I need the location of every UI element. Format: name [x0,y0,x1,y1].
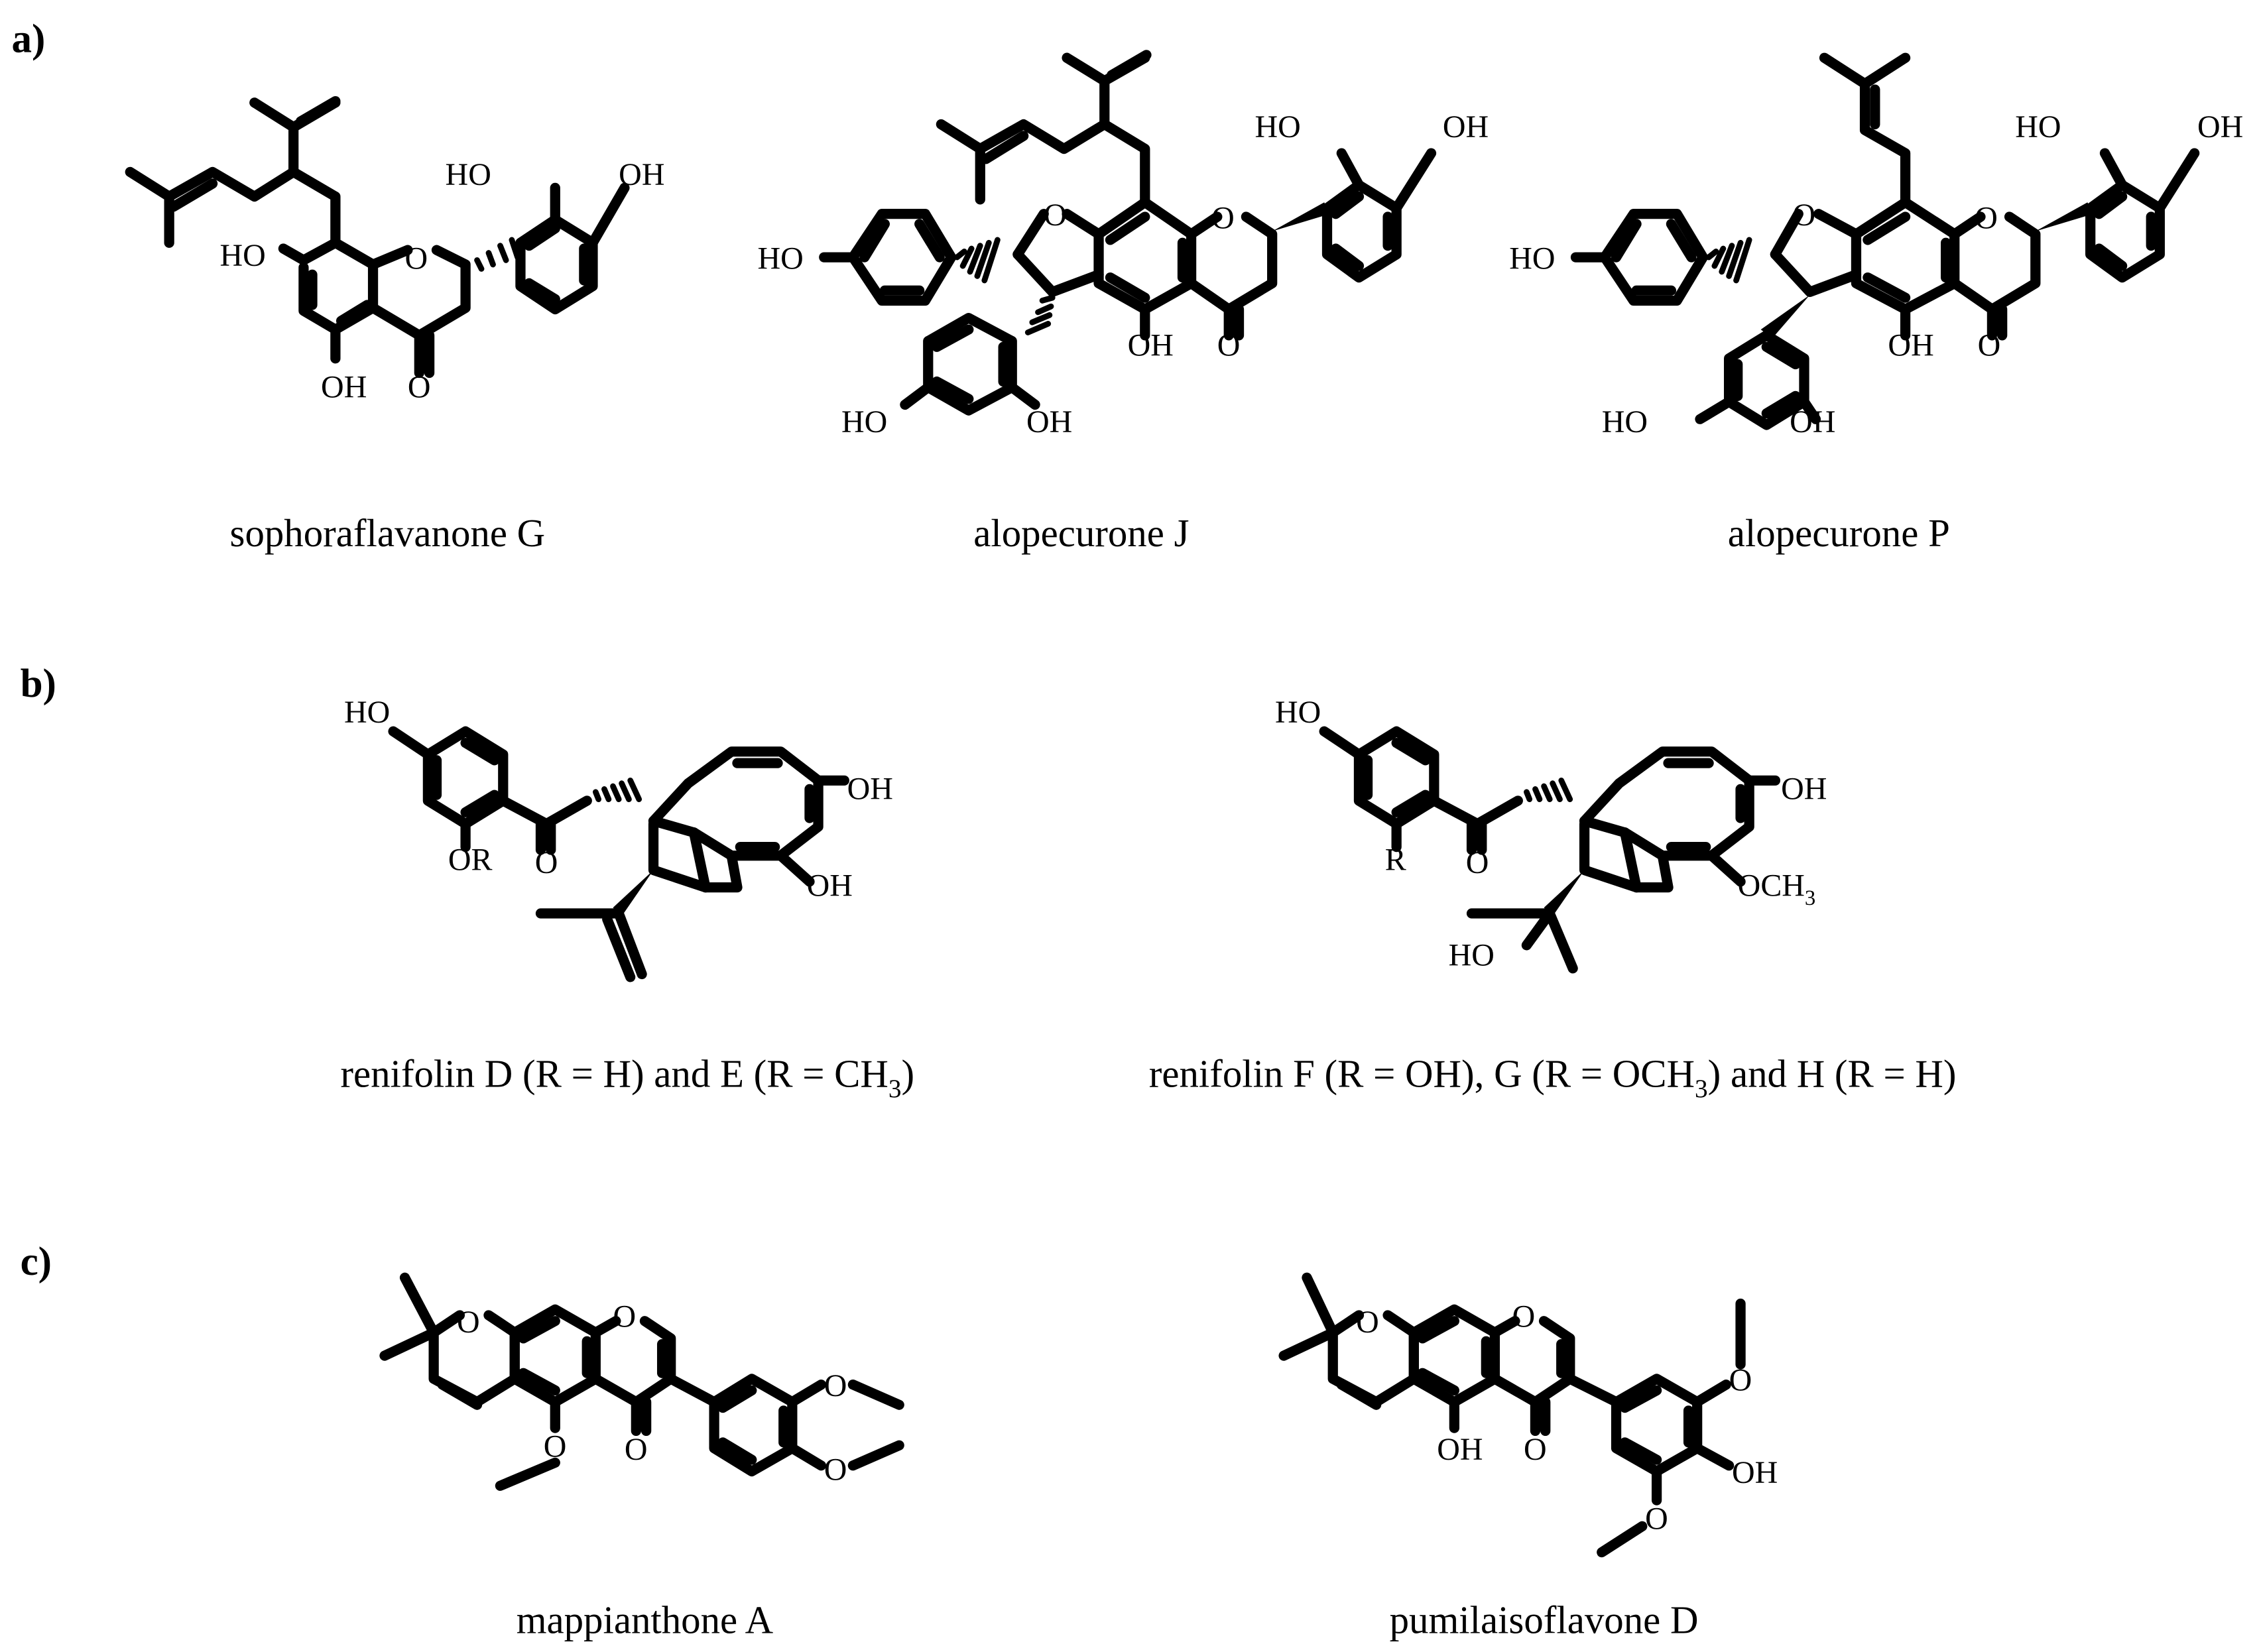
atom-oh-top-d: OH [847,772,893,807]
atom-furan-o-p: O [1793,198,1816,233]
atom-oh-left: HO [219,238,265,273]
structure-renifolin-d-e: HO OR O OH OH [344,695,893,982]
structure-mappianthone-a: O O O O O O [379,1272,904,1491]
atom-pyran-o-j: O [1211,200,1235,235]
atom-ome-o-m: O [544,1429,567,1464]
atom-oh-para-p2: OH [1732,1455,1778,1490]
atom-ho-top-f: HO [1275,695,1321,730]
atom-furan-o-j: O [1044,198,1067,233]
atom-pyran-o2-m: O [613,1299,636,1334]
atom-ho-top-d: HO [344,695,390,730]
compound-name-pumilaisoflavone-d: pumilaisoflavone D [1390,1599,1699,1642]
atom-pyran-o2-p: O [1512,1299,1536,1334]
atom-pyran-o-p: O [1975,200,1998,235]
atom-oh-b2-j: HO [1254,109,1300,145]
atom-ketone-o-f: O [1466,845,1489,880]
atom-oh-b2-p: HO [2015,109,2061,145]
atom-oh-c5-p: OH [1888,327,1933,363]
atom-ketone-o-m: O [625,1432,648,1467]
structure-alopecurone-p: HO O O OH O HO OH HO OH [1509,52,2243,440]
atom-ketone-o-p: O [1978,327,2001,363]
atom-oh-b4-j: OH [1443,109,1489,145]
compound-name-renifolin-d-e: renifolin D (R = H) and E (R = CH3) [340,1053,914,1103]
atom-ho-phenol-p: HO [1509,241,1555,276]
atom-ketone-o-d: O [535,845,558,880]
structure-pumilaisoflavone-d: O O OH O O OH O [1278,1272,1778,1558]
structure-alopecurone-j: HO O O OH O HO OH HO OH [758,50,1489,440]
atom-ho-phenol-j: HO [758,241,804,276]
atom-ho-res-left-p: HO [1602,404,1648,440]
panel-label-b: b) [21,662,56,706]
compound-name-alopecurone-p: alopecurone P [1728,512,1950,555]
atom-ho-res-left-j: HO [841,404,887,440]
atom-r-f: R [1385,842,1406,877]
atom-pyran-o1-p: O [1356,1305,1379,1340]
atom-ketone-o: O [408,370,431,405]
atom-oh-res-right-j: OH [1026,404,1072,440]
atom-or-d: OR [448,842,493,877]
atom-oh-b4-p: OH [2197,109,2243,145]
atom-ome-bottom-p2: O [1645,1502,1668,1537]
atom-oh-c5-j: OH [1128,327,1174,363]
atom-oh-bottom: OH [321,370,367,405]
atom-oh-res-right-p: OH [1790,404,1835,440]
atom-ome4-o-m: O [824,1452,847,1488]
atom-ome-top-p2: O [1729,1362,1752,1397]
atom-oh-bottom-d: OH [807,868,853,904]
compound-name-alopecurone-j: alopecurone J [973,512,1189,555]
compound-name-mappianthone-a: mappianthone A [517,1599,774,1642]
atom-oh-b2: HO [446,157,491,192]
atom-oh-top-f: OH [1781,772,1827,807]
atom-pyran-o1-m: O [457,1305,480,1340]
atom-oh-c5-p2: OH [1437,1432,1483,1467]
compound-name-sophoraflavanone-g: sophoraflavanone G [230,512,546,555]
atom-ring-o: O [405,241,428,276]
atom-ketone-o-p2: O [1524,1432,1547,1467]
atom-oh-b4: OH [619,157,664,192]
atom-ketone-o-j: O [1217,327,1241,363]
atom-och3-f: OCH3 [1738,868,1816,910]
atom-ome3-o-m: O [824,1368,847,1403]
structure-sophoraflavanone-g: HO O OH O HO OH [125,95,664,405]
compound-name-renifolin-f-g-h: renifolin F (R = OH), G (R = OCH3) and H… [1149,1053,1957,1103]
panel-label-a: a) [12,17,46,61]
atom-ho-bottom-f: HO [1449,937,1495,973]
structure-renifolin-f-g-h: HO R O OH OCH3 HO [1275,695,1827,974]
panel-label-c: c) [21,1240,52,1284]
